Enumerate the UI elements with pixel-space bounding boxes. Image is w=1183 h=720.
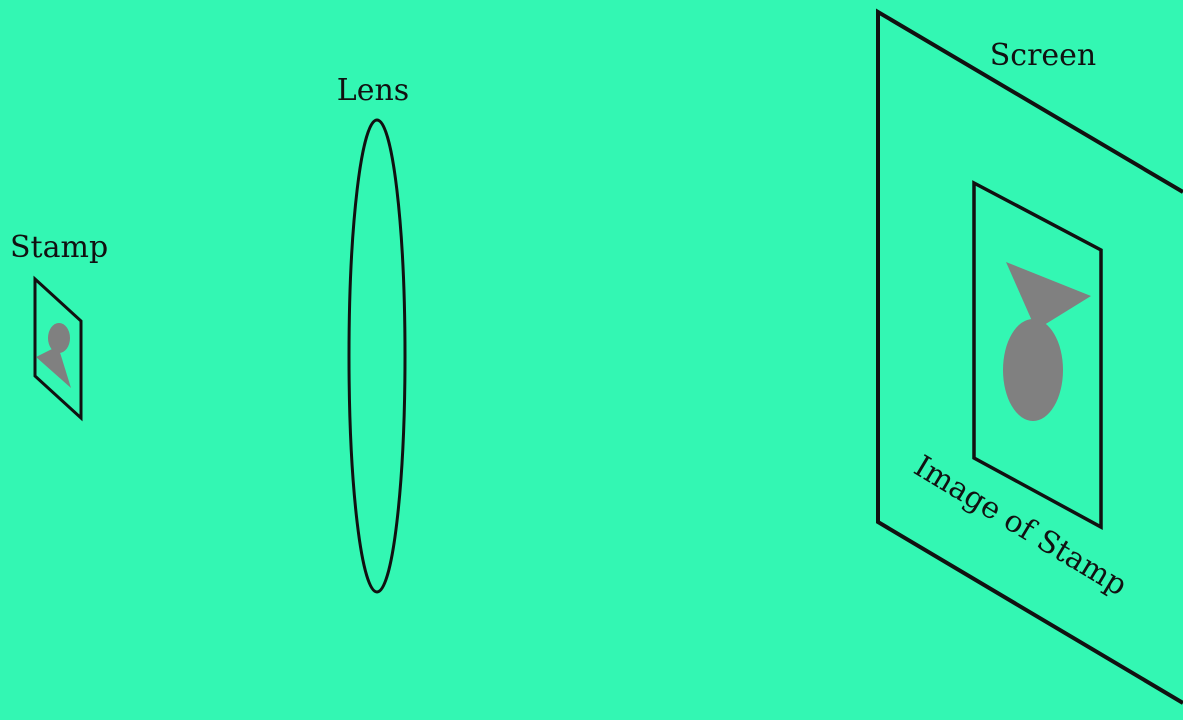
- image-of-stamp: [974, 183, 1101, 527]
- stamp: [35, 279, 81, 418]
- stamp-label: Stamp: [10, 230, 108, 265]
- image-figure-cone: [1006, 262, 1091, 330]
- stamp-figure-head: [48, 323, 70, 353]
- screen-label: Screen: [990, 38, 1097, 73]
- lens: [349, 120, 405, 592]
- image-figure-body: [1003, 319, 1063, 421]
- stamp-figure: [36, 323, 71, 388]
- lens-label: Lens: [337, 73, 409, 108]
- image-figure: [1003, 262, 1091, 421]
